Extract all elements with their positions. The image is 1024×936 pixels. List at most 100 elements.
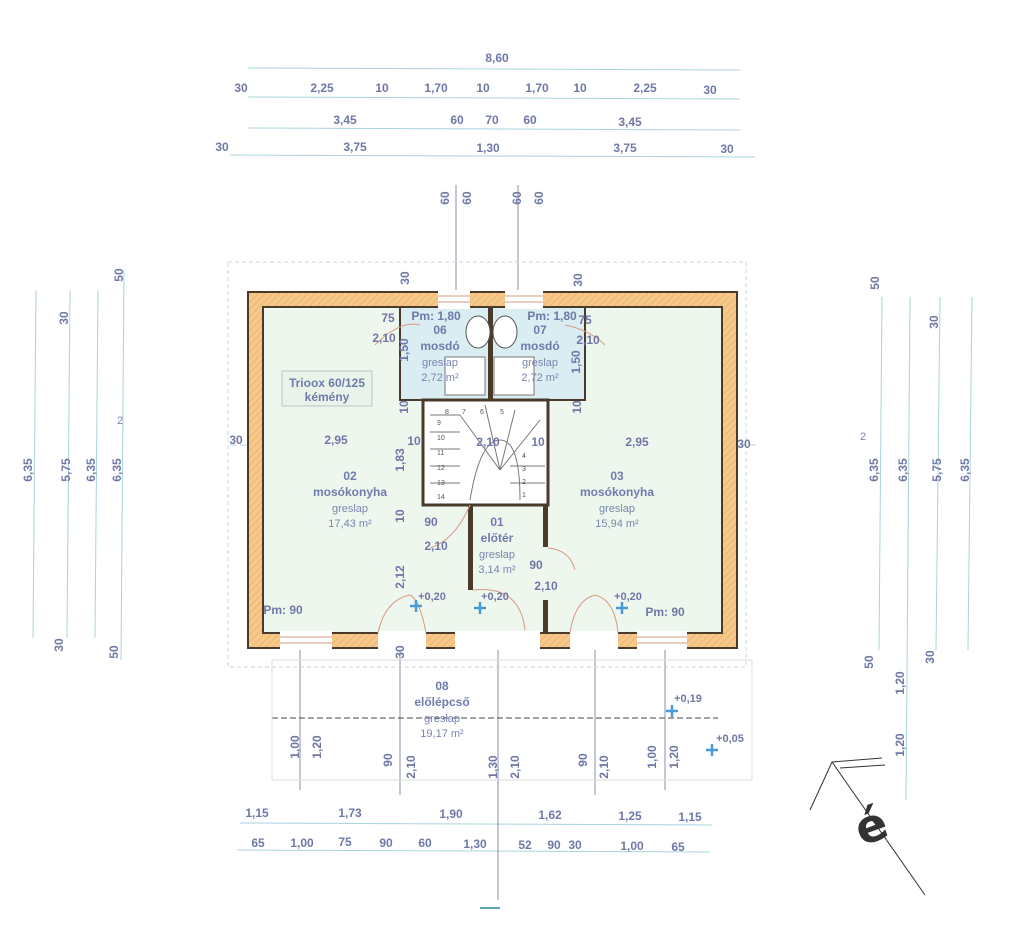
dimension-right: 50 (862, 655, 876, 669)
room-name: mosókonyha (580, 485, 654, 499)
stair-step-number: 9 (437, 420, 441, 427)
dimension-top-row2: 2,25 (633, 81, 657, 95)
dimension-front-vertical: 1,00 (645, 745, 659, 769)
dimension-interior-vertical: 30 (398, 271, 412, 285)
room-floor: greslap (522, 357, 558, 369)
stair-step-number: 6 (480, 409, 484, 416)
room-area: 2,72 m² (521, 372, 559, 384)
dimension-interior-vertical: 1,50 (397, 338, 411, 362)
dimension-interior-vertical: 1,83 (393, 448, 407, 472)
dimension-left: 6,35 (21, 458, 35, 482)
dimension-bottom-row2: 1,00 (290, 836, 314, 850)
dimension-lines (32, 67, 973, 853)
building-outline (247, 290, 738, 650)
washbasin-icon (465, 315, 491, 349)
chimney-box (281, 370, 373, 407)
dimension-bottom-row2: 52 (518, 838, 532, 852)
guide-lines (227, 185, 753, 909)
dimension-top-row4: 30 (215, 140, 229, 154)
staircase (421, 398, 550, 507)
dimension-right: 6,35 (958, 458, 972, 482)
dimension-interior-misc: Pm: 1,80 (527, 309, 577, 323)
level-marker-icon (410, 600, 422, 612)
section-mark: 2 (117, 415, 123, 427)
dimension-interior-misc: Pm: 90 (263, 603, 303, 617)
dimension-right: 30 (927, 315, 941, 329)
level-value: +0,20 (481, 591, 509, 603)
room-floor: greslap (422, 357, 458, 369)
dimension-front-vertical: 2,10 (404, 755, 418, 779)
dimension-bottom-row2: 1,30 (463, 837, 487, 851)
dimension-interior-misc: 90 (424, 515, 438, 529)
stair-step-number: 4 (522, 453, 526, 460)
dimension-left: 50 (107, 645, 121, 659)
north-arrow-icon (809, 757, 926, 896)
dimension-top-row2: 2,25 (310, 81, 334, 95)
dimension-interior-misc: 75 (381, 311, 395, 325)
dimension-front-vertical: 2,10 (597, 755, 611, 779)
dimension-interior-horizontal: 2,10 (476, 435, 500, 449)
dimension-top-row4: 3,75 (613, 141, 637, 155)
dimension-top-row2: 10 (476, 81, 490, 95)
stair-step-number: 3 (522, 466, 526, 473)
dimension-top-row2: 30 (234, 81, 248, 95)
dimension-bottom-row1: 1,15 (245, 806, 269, 820)
dimension-top-row2: 10 (375, 81, 389, 95)
room-area: 19,17 m² (420, 728, 464, 740)
washbasin-icon (492, 315, 518, 349)
dimension-interior-misc: 2,10 (576, 333, 600, 347)
dimension-right: 5,75 (930, 458, 944, 482)
dimension-right: 6,35 (896, 458, 910, 482)
stair-step-number: 5 (500, 409, 504, 416)
dimension-bottom-row1: 1,73 (338, 806, 362, 820)
dimension-top-row3: 70 (485, 113, 499, 127)
dimension-interior-vertical: 10 (570, 400, 584, 414)
section-mark: 2 (860, 431, 866, 443)
room-area: 15,94 m² (595, 518, 639, 530)
dimension-top-total: 8,60 (485, 51, 509, 65)
stair-step-number: 2 (522, 479, 526, 486)
level-marker-icon (616, 602, 628, 614)
dimension-right: 1,20 (893, 671, 907, 695)
dimension-bottom-row1: 1,62 (538, 808, 562, 822)
level-value: +0,05 (716, 733, 744, 745)
dimension-top-row2: 1,70 (424, 81, 448, 95)
dimension-front-vertical: 90 (576, 753, 590, 767)
dimension-top-row3: 60 (450, 113, 464, 127)
dimension-top-openings: 60 (460, 191, 474, 205)
room-number: 03 (610, 469, 624, 483)
dimension-interior-vertical: 10 (397, 400, 411, 414)
dimension-bottom-row2: 90 (379, 836, 393, 850)
dimension-interior-misc: Pm: 1,80 (411, 309, 461, 323)
dimension-front-vertical: 90 (381, 753, 395, 767)
dimension-interior-horizontal: 30 (229, 433, 243, 447)
stair-step-number: 11 (437, 450, 444, 457)
dimension-interior-horizontal: 10 (407, 434, 421, 448)
room-floor: greslap (424, 713, 460, 725)
room-number: 08 (435, 679, 449, 693)
room-number: 01 (490, 515, 504, 529)
dimension-interior-vertical: 10 (393, 509, 407, 523)
room-name: mosdó (520, 339, 559, 353)
dimension-interior-vertical: 30 (393, 645, 407, 659)
north-arrow-label: é (847, 795, 895, 856)
dimension-front-vertical: 1,20 (310, 735, 324, 759)
dimension-interior-horizontal: 30 (737, 437, 751, 451)
stair-step-number: 14 (437, 494, 445, 501)
room-number: 07 (533, 323, 547, 337)
level-value: +0,20 (418, 591, 446, 603)
dimension-top-openings: 60 (532, 191, 546, 205)
dimension-top-row2: 10 (573, 81, 587, 95)
dimension-top-row2: 30 (703, 83, 717, 97)
dimension-front-vertical: 1,00 (288, 735, 302, 759)
dimension-bottom-row1: 1,25 (618, 809, 642, 823)
dimension-left: 6,35 (84, 458, 98, 482)
dimension-left: 50 (112, 268, 126, 282)
level-value: +0,20 (614, 591, 642, 603)
chimney-label: kémény (305, 390, 350, 404)
room-name: mosókonyha (313, 485, 387, 499)
level-value: +0,19 (674, 693, 702, 705)
dimension-interior-horizontal: 2,95 (324, 433, 348, 447)
dimension-left: 30 (57, 311, 71, 325)
